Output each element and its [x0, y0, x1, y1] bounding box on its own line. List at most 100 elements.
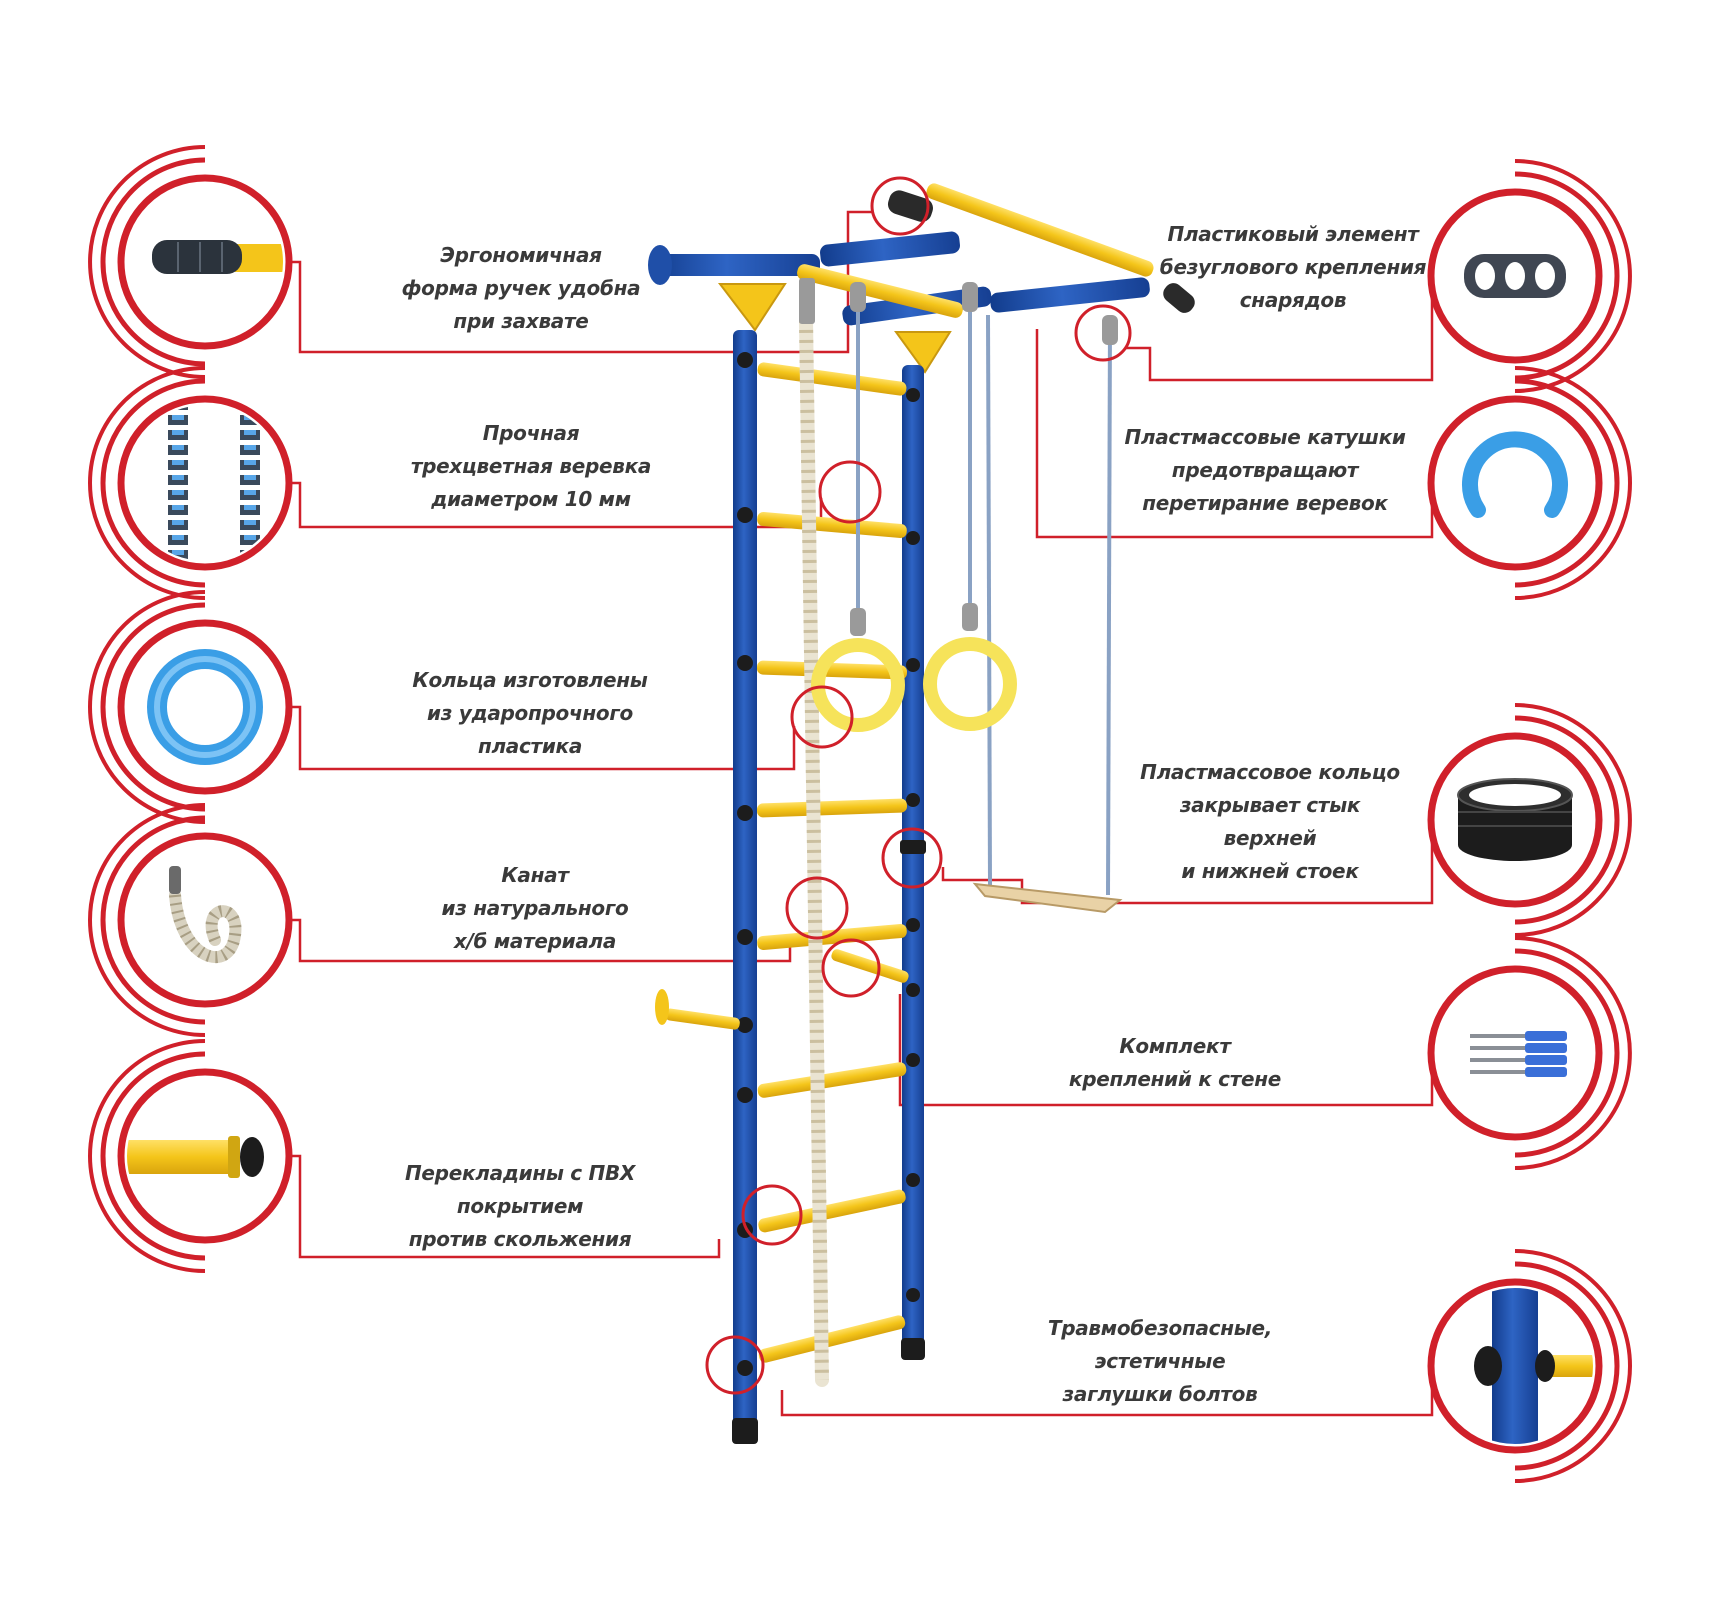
top-yellow-bar-diagonal	[797, 264, 963, 318]
rung	[757, 511, 907, 539]
label-spools: Пластмассовые катушки предотвращают пере…	[1120, 421, 1410, 520]
label-line: заглушки болтов	[1062, 1382, 1258, 1406]
label-mount-element: Пластиковый элемент безуглового креплени…	[1158, 218, 1428, 317]
label-line: креплений к стене	[1068, 1067, 1282, 1091]
rung	[757, 798, 907, 818]
label-line: предотвращают	[1171, 458, 1359, 482]
label-line: покрытием	[456, 1194, 584, 1218]
rung	[757, 362, 907, 396]
label-line: безуглового крепления	[1159, 255, 1427, 279]
upright-right	[902, 365, 924, 1355]
rung	[758, 1315, 906, 1363]
cotton-rope-icon	[169, 866, 242, 964]
label-bolt-caps: Травмобезопасные, эстетичные заглушки бо…	[1040, 1312, 1280, 1411]
top-blue-bar-left	[650, 254, 820, 276]
badge-spools	[1427, 366, 1632, 600]
label-rope-cord: Прочная трехцветная веревка диаметром 10…	[396, 417, 666, 516]
label-line: Пластиковый элемент	[1167, 222, 1419, 246]
label-line: Перекладины с ПВХ	[404, 1161, 636, 1185]
label-line: и нижней стоек	[1181, 859, 1359, 883]
leader-line-rungs	[283, 1154, 721, 1259]
grip-handle-icon	[152, 240, 283, 274]
highlight-circles	[705, 176, 1132, 1395]
label-line: Пластмассовые катушки	[1124, 425, 1406, 449]
three-hole-plate-icon	[1464, 254, 1566, 298]
rung	[757, 660, 907, 680]
spool-clip-icon	[1462, 431, 1568, 518]
label-line: снарядов	[1239, 288, 1347, 312]
highlight-handle	[870, 176, 930, 236]
top-blue-bar-back	[820, 231, 960, 267]
label-line: трехцветная веревка	[410, 454, 652, 478]
side-handle-end	[655, 989, 669, 1025]
label-line: из ударопрочного	[427, 701, 633, 725]
label-line: при захвате	[453, 309, 589, 333]
rung	[757, 923, 907, 951]
label-line: перетирание веревок	[1142, 491, 1388, 515]
badge-rungs	[88, 1039, 293, 1273]
rungs	[757, 362, 907, 1363]
rung	[758, 1189, 906, 1233]
badge-rope-cord	[88, 366, 293, 600]
highlight-ring	[790, 685, 854, 749]
gym-ring-left	[811, 638, 905, 732]
highlight-rung	[741, 1184, 803, 1246]
label-line: диаметром 10 мм	[431, 487, 631, 511]
screws-and-dowels-icon	[1470, 1031, 1567, 1077]
carabiners	[850, 282, 1118, 636]
bolt-cap-icon	[1474, 1288, 1593, 1444]
side-handle-right	[831, 949, 909, 983]
leader-line-climbing-rope	[283, 918, 792, 963]
swing-seat	[972, 882, 1123, 914]
upright-left	[733, 330, 757, 1440]
label-line: из натурального	[441, 896, 629, 920]
bolt-caps	[737, 352, 920, 1376]
highlight-cord	[818, 460, 882, 524]
top-blue-bar-right	[990, 277, 1150, 313]
label-rungs: Перекладины с ПВХ покрытием против сколь…	[395, 1157, 645, 1256]
right-callout-badges	[1427, 159, 1632, 1483]
joint-sleeve-icon	[1457, 778, 1573, 861]
rope-spring	[799, 278, 815, 324]
label-line: Травмобезопасные,	[1047, 1316, 1273, 1340]
label-line: закрывает стык	[1179, 793, 1361, 817]
pullup-grip-right	[1163, 283, 1195, 313]
badge-handles	[88, 145, 293, 379]
badge-rings	[88, 590, 293, 824]
gym-ring-right	[923, 637, 1017, 731]
leader-line-rings	[283, 705, 796, 771]
label-climbing-rope: Канат из натурального х/б материала	[425, 859, 645, 958]
pvc-rung-icon	[127, 1136, 264, 1178]
braided-cord-icon	[168, 405, 260, 561]
label-line: х/б материала	[453, 929, 617, 953]
side-handle	[665, 1008, 740, 1030]
top-bracket-left	[717, 283, 787, 332]
foot-cap-left	[732, 1418, 758, 1444]
label-line: Пластмассовое кольцо	[1140, 760, 1400, 784]
foot-cap-right	[901, 1338, 925, 1360]
badge-bolt-caps	[1427, 1249, 1632, 1483]
highlight-rope	[785, 876, 849, 940]
label-handles: Эргономичная форма ручек удобна при захв…	[396, 239, 646, 338]
top-bracket-right	[894, 331, 952, 374]
label-line: верхней	[1223, 826, 1317, 850]
label-line: форма ручек удобна	[401, 276, 641, 300]
joint-ring	[900, 840, 926, 854]
leader-line-handles	[283, 210, 873, 354]
highlight-joint	[881, 827, 943, 889]
wall-flange-left	[648, 245, 672, 285]
badge-wall-kit	[1427, 936, 1632, 1170]
rung	[757, 1062, 907, 1098]
highlight-wall-kit	[821, 938, 881, 998]
left-callout-badges	[88, 145, 293, 1273]
label-line: Прочная	[482, 421, 580, 445]
ring-cords	[856, 298, 1112, 896]
pullup-bar	[926, 183, 1154, 277]
pullup-grip-left	[887, 190, 933, 222]
wall-bars-illustration	[648, 183, 1195, 1444]
label-line: Эргономичная	[440, 243, 602, 267]
label-line: против скольжения	[408, 1227, 632, 1251]
label-line: Канат	[501, 863, 569, 887]
